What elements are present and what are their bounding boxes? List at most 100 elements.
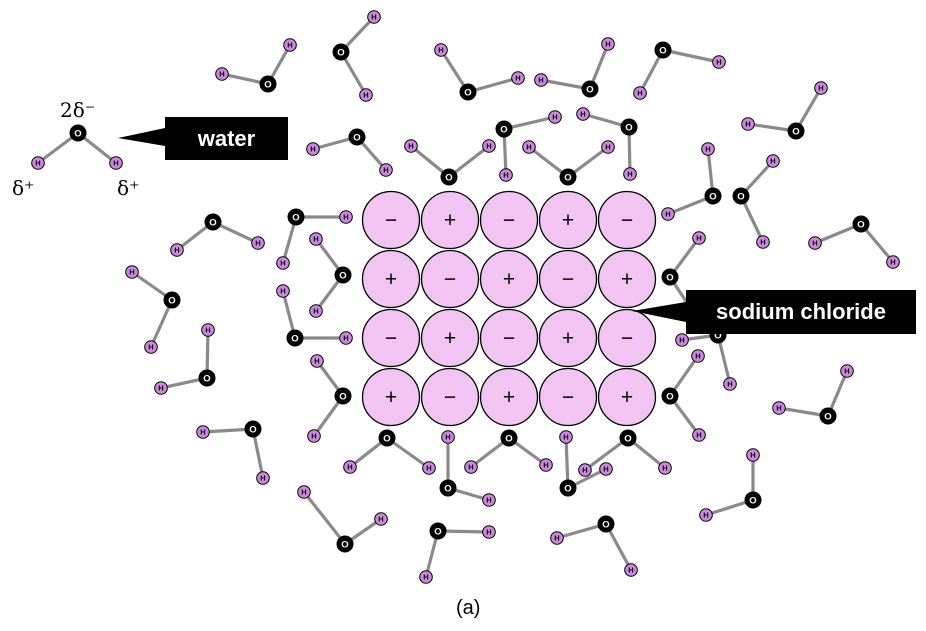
svg-text:O: O [209,218,216,229]
svg-text:H: H [314,357,319,366]
svg-text:H: H [423,573,428,582]
hydrogen-atom: H [576,107,590,121]
hydrogen-atom: H [712,55,726,69]
svg-text:H: H [371,13,376,22]
ion: − [538,367,598,427]
ion: − [361,308,421,368]
hydrogen-atom: H [772,401,786,415]
hydrogen-atom: H [441,430,455,444]
svg-text:O: O [292,213,299,224]
svg-text:H: H [716,58,721,67]
svg-text:H: H [605,143,610,152]
oxygen-atom: O [286,329,304,347]
svg-text:O: O [203,374,210,385]
svg-text:H: H [486,528,491,537]
svg-text:H: H [695,352,700,361]
svg-text:O: O [249,425,256,436]
water-molecule: O H H [550,515,638,577]
oxygen-atom: O [334,387,352,405]
ion: − [479,308,539,368]
water-molecule: OHH [534,37,615,98]
water-label: water [165,117,288,160]
water-molecule: OHH [170,213,265,257]
ion-charge: + [562,209,574,232]
hydrogen-atom: H [723,377,737,391]
svg-text:H: H [280,287,285,296]
svg-text:H: H [812,239,817,248]
hydrogen-atom: H [658,461,672,475]
svg-text:H: H [205,326,210,335]
svg-text:O: O [714,331,721,342]
svg-text:O: O [602,520,609,531]
hydrogen-atom: H [756,235,770,249]
oxygen-atom: O [852,215,870,233]
svg-text:O: O [564,484,571,495]
hydrogen-atom: H [741,117,755,131]
hydrogen-atom: H [699,508,713,522]
hydrogen-atom: H [379,163,393,177]
ion: + [479,367,539,427]
svg-text:H: H [174,246,179,255]
hydrogen-atom: H [499,168,513,182]
hydrogen-atom: H [539,458,553,472]
svg-text:H: H [552,113,557,122]
hydrogen-atom: H [691,349,705,363]
hydrogen-atom: H [154,381,168,395]
hydrogen-atom: H [548,110,562,124]
svg-text:H: H [696,431,701,440]
water-molecule: OHH [661,142,722,221]
hydrogen-atom: H [766,154,780,168]
water-molecule: OHH [125,265,181,354]
svg-text:H: H [554,534,559,543]
oxygen-atom: O [559,168,577,186]
svg-text:O: O [337,48,344,59]
svg-text:H: H [35,159,40,168]
hydrogen-atom: H [309,304,323,318]
ion-charge: + [562,327,574,350]
svg-text:O: O [749,496,756,507]
svg-text:O: O [625,123,632,134]
svg-text:H: H [627,170,632,179]
svg-text:H: H [628,566,633,575]
svg-text:H: H [776,404,781,413]
hydrogen-atom: H [578,463,592,477]
svg-text:O: O [564,173,571,184]
salt-callout-pointer [632,302,686,322]
svg-text:H: H [526,143,531,152]
oxygen-atom: O [336,535,354,553]
svg-text:H: H [563,433,568,442]
ion: − [597,308,657,368]
svg-text:H: H [129,268,134,277]
ion-charge: − [444,268,456,291]
svg-text:H: H [770,157,775,166]
water-molecule: O H H [154,323,216,395]
svg-text:O: O [792,127,799,138]
svg-text:H: H [605,40,610,49]
svg-text:H: H [378,515,383,524]
hydrogen-atom: H [374,512,388,526]
hydrogen-atom: H [599,462,613,476]
oxygen-atom: O [204,213,222,231]
svg-text:O: O [168,296,175,307]
sodium-chloride-lattice: −+−+−+−+−+−+−+−+−+−+ [361,190,657,427]
sodium-chloride-label: sodium chloride [686,290,916,334]
svg-text:H: H [313,235,318,244]
svg-text:O: O [666,392,673,403]
svg-text:H: H [486,142,491,151]
svg-text:H: H [750,451,755,460]
hydrogen-atom: H [814,81,828,95]
oxygen-atom: O [732,187,750,205]
svg-text:H: H [426,464,431,473]
ion-charge: + [385,268,397,291]
water-molecule: OHH [332,10,381,102]
svg-text:H: H [515,74,520,83]
oxygen-atom: O [378,429,396,447]
ion-charge: − [621,209,633,232]
ion-charge: − [503,327,515,350]
hydrogen-atom: H [511,71,525,85]
oxygen-atom: O [619,429,637,447]
oxygen-atom: O [581,80,599,98]
ion-charge: − [385,327,397,350]
svg-text:H: H [665,210,670,219]
